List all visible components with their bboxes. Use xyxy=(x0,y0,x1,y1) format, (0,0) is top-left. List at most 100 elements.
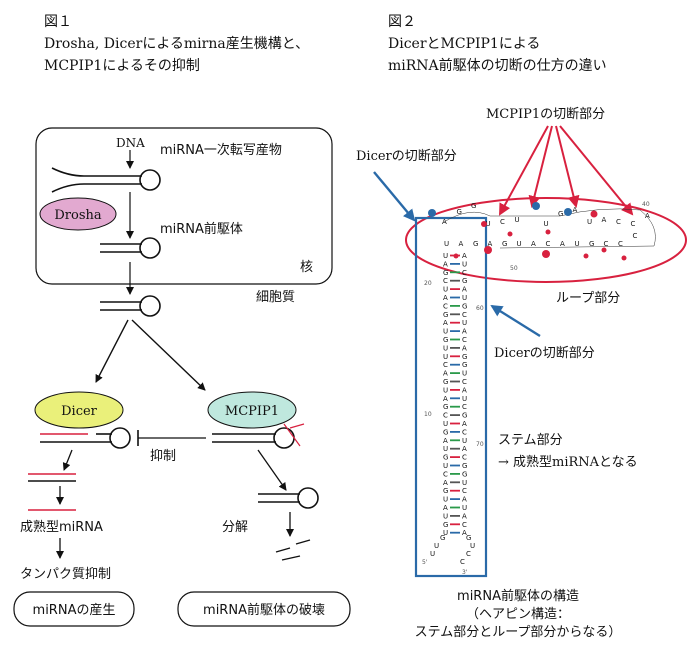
stem-tail: G U U G U C C xyxy=(430,534,475,566)
stem-left-nt: U xyxy=(443,529,448,537)
dicer-label: Dicer xyxy=(61,404,98,419)
primary-transcript-label: miRNA一次転写産物 xyxy=(160,142,282,158)
svg-text:C: C xyxy=(460,558,465,566)
loop-top-nt: G xyxy=(471,202,476,210)
stem-left-nt: C xyxy=(443,277,448,285)
fig2-subtitle-line2: miRNA前駆体の切断の仕方の違い xyxy=(388,57,607,74)
loop-top-nt: C xyxy=(631,220,636,228)
mirna-production-label: miRNAの産生 xyxy=(33,602,116,618)
stem-right-nt: A xyxy=(462,344,467,352)
fig2-title: 図２ xyxy=(388,14,416,30)
loop-top-nt: G xyxy=(457,208,462,216)
structure-caption-line2: （ヘアピン構造： xyxy=(466,607,570,622)
structure-caption-line1: miRNA前駆体の構造 xyxy=(457,588,579,604)
loop-bottom-nt: A xyxy=(560,240,565,248)
precursor-destruction-box xyxy=(177,591,351,627)
stem-left-nt: A xyxy=(443,294,448,302)
loop-bottom-nt: A xyxy=(531,240,536,248)
stem-right-nt: C xyxy=(462,403,467,411)
loop-backbone xyxy=(443,208,656,249)
mirna-production-box xyxy=(13,591,135,627)
svg-text:U: U xyxy=(430,550,435,558)
stem-left-nt: A xyxy=(443,319,448,327)
stem-left-nt: U xyxy=(443,512,448,520)
dicer-cut-arrow xyxy=(62,449,73,471)
stem-right-nt: A xyxy=(462,286,467,294)
stem-right-nt: A xyxy=(462,420,467,428)
position-60: 60 xyxy=(476,305,484,312)
to-mcpip1-arrow xyxy=(131,319,206,391)
stem-left-nt: U xyxy=(443,386,448,394)
stem-right-nt: C xyxy=(462,311,467,319)
stem-left-nt: G xyxy=(443,269,448,277)
fig1-subtitle-line1: Drosha, Dicerによるmirna産生機構と、 xyxy=(44,36,309,52)
loop-top-nt: A xyxy=(442,218,447,226)
dicer-cleavage-bottom-label: Dicerの切断部分 xyxy=(494,346,595,361)
mcpip1-cleavage-arrows xyxy=(499,125,634,216)
loop-bottom-nt: U xyxy=(575,240,580,248)
fig2-subtitle-line1: DicerとMCPIP1による xyxy=(388,36,540,52)
dicer-cleavage-top-arrow xyxy=(373,171,416,222)
stem-right-nt: G xyxy=(462,277,467,285)
stem-left-nt: U xyxy=(443,420,448,428)
stem-right-nt: C xyxy=(462,487,467,495)
fig1-title: 図１ xyxy=(44,14,72,30)
stem-right-nt: U xyxy=(462,504,467,512)
loop-bottom-nt: U xyxy=(517,240,522,248)
primary-transcript-shape xyxy=(51,167,161,193)
stem-right-nt: A xyxy=(462,512,467,520)
loop-top-nt: U xyxy=(544,220,549,228)
stem-right-nt: C xyxy=(462,269,467,277)
stem-left-nt: G xyxy=(443,428,448,436)
loop-bottom-nt: C xyxy=(604,240,609,248)
precursor-shape-cytoplasm xyxy=(100,295,161,317)
stem-left-nt: G xyxy=(443,378,448,386)
stem-right-nt: A xyxy=(462,496,467,504)
stem-right-nt: A xyxy=(462,529,467,537)
stem-left-nt: U xyxy=(443,252,448,260)
loop-bottom-nt: C xyxy=(546,240,551,248)
stem-right-nt: G xyxy=(462,462,467,470)
dna-label: DNA xyxy=(116,136,145,150)
loop-top-nt: U xyxy=(587,218,592,226)
svg-text:G: G xyxy=(466,534,471,542)
five-prime-label: 5' xyxy=(422,559,428,566)
mcpip1-oval xyxy=(207,391,297,429)
stem-left-nt: C xyxy=(443,302,448,310)
loop-oval xyxy=(405,197,687,283)
stem-right-nt: A xyxy=(462,386,467,394)
loop-top-nt: G xyxy=(558,210,563,218)
loop-bottom-nt: C xyxy=(618,240,623,248)
mcpip1-label: MCPIP1 xyxy=(225,404,279,419)
protein-inhibition-label: タンパク質抑制 xyxy=(20,567,111,582)
stem-right-nt: A xyxy=(462,252,467,260)
stem-left-nt: A xyxy=(443,370,448,378)
svg-text:G: G xyxy=(440,534,445,542)
stem-right-nt: C xyxy=(462,454,467,462)
position-20: 20 xyxy=(424,280,432,287)
three-prime-label: 3' xyxy=(462,569,468,576)
stem-left-nt: U xyxy=(443,496,448,504)
stem-left-nt: A xyxy=(443,479,448,487)
stem-left-nt: A xyxy=(443,260,448,268)
stem-left-nt: U xyxy=(443,445,448,453)
cytoplasm-label: 細胞質 xyxy=(256,290,295,305)
fragments-shape xyxy=(275,539,311,561)
stem-left-nt: U xyxy=(443,286,448,294)
stem-part-label: ステム部分 xyxy=(498,433,563,448)
mcpip1-cut-arrow xyxy=(257,449,287,491)
stem-left-nt: G xyxy=(443,403,448,411)
loop-top-nt: A xyxy=(573,206,578,214)
stem-right-nt: G xyxy=(462,412,467,420)
loop-bottom-nt: G xyxy=(502,240,507,248)
svg-text:U: U xyxy=(470,542,475,550)
precursor-shape-nucleus xyxy=(100,237,161,259)
stem-right-nt: C xyxy=(462,428,467,436)
precursor-destruction-label: miRNA前駆体の破壊 xyxy=(203,602,325,618)
stem-left-nt: U xyxy=(443,344,448,352)
stem-left-nt: U xyxy=(443,353,448,361)
loop-top-nt: U xyxy=(486,220,491,228)
stem-right-nt: C xyxy=(462,521,467,529)
dicer-oval xyxy=(34,391,124,429)
